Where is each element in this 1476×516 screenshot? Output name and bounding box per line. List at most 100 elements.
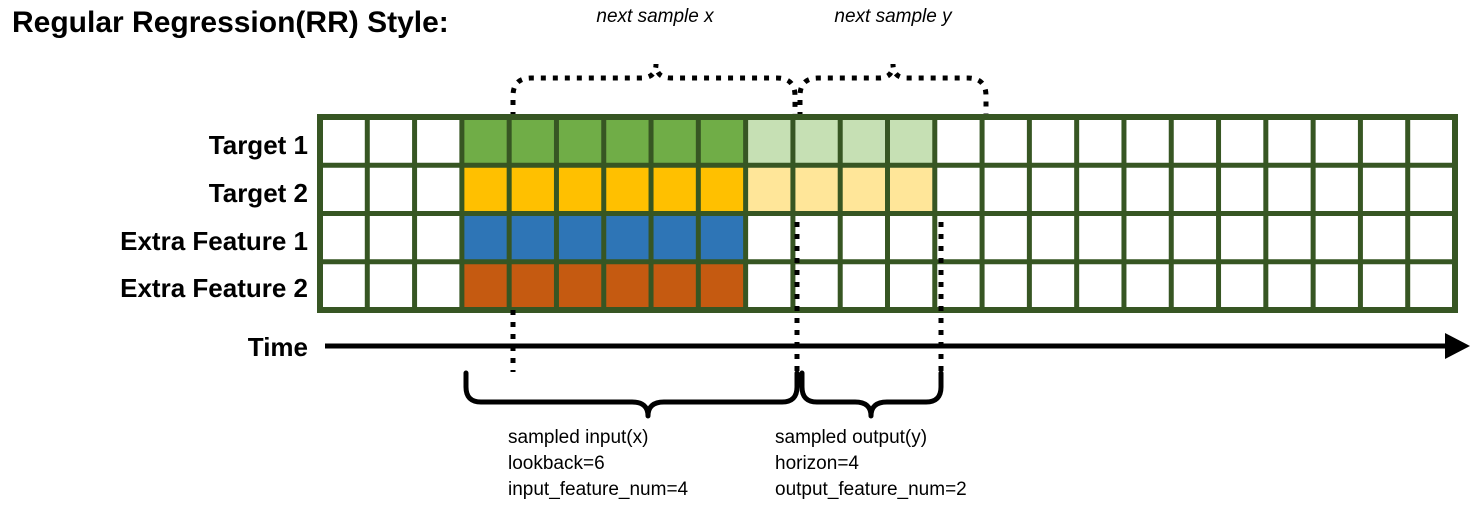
grid-cell [556, 213, 604, 262]
grid-cell [603, 261, 652, 310]
grid-cell [698, 117, 746, 166]
grid-cell [556, 117, 604, 166]
grid-cell [698, 261, 746, 310]
grid-cell [1360, 117, 1408, 166]
dotted-brace-next-sample-y [797, 63, 989, 117]
grid-cell [1029, 213, 1077, 262]
grid-cell [1265, 117, 1314, 166]
grid-cell [1218, 165, 1266, 214]
brace-sampled-input [463, 370, 800, 419]
grid-cell [1407, 261, 1455, 310]
page-title: Regular Regression(RR) Style: [12, 6, 449, 39]
grid-cell [840, 117, 888, 166]
caption-input-line-3: input_feature_num=4 [508, 479, 689, 500]
grid-cell [1171, 261, 1219, 310]
grid-cell [603, 165, 652, 214]
grid-cell [1218, 261, 1266, 310]
grid-cell [1123, 117, 1172, 166]
grid-cell [1313, 213, 1361, 262]
grid-cell [792, 213, 841, 262]
grid-cell [887, 165, 935, 214]
grid-cell [556, 261, 604, 310]
grid-cell [461, 117, 510, 166]
grid-cell [840, 213, 888, 262]
grid-cell [1171, 213, 1219, 262]
grid-cell [1407, 165, 1455, 214]
time-axis-arrow-icon [1445, 333, 1470, 359]
grid-cell [792, 165, 841, 214]
row-label-target-1: Target 1 [209, 130, 308, 160]
grid-cell [1360, 165, 1408, 214]
grid-cell [509, 117, 557, 166]
grid-cell [414, 117, 462, 166]
grid-cell [1029, 165, 1077, 214]
grid-cell [1076, 165, 1124, 214]
row-label-extra-feature-2: Extra Feature 2 [120, 273, 308, 303]
annotation-next-sample-y: next sample y [834, 6, 953, 27]
caption-input-line-1: sampled input(x) [508, 427, 648, 448]
grid-cell [887, 117, 935, 166]
grid-cell [982, 117, 1030, 166]
grid-cell [414, 165, 462, 214]
grid-cell [1313, 117, 1361, 166]
grid-cell [414, 261, 462, 310]
grid-cell [698, 165, 746, 214]
grid-cell [792, 261, 841, 310]
grid-cell [651, 213, 699, 262]
grid-cell [982, 213, 1030, 262]
row-label-target-2: Target 2 [209, 178, 308, 208]
grid-cell [1029, 117, 1077, 166]
grid-cell [934, 117, 983, 166]
grid-cell [367, 117, 415, 166]
grid-cell [982, 165, 1030, 214]
grid-cell [651, 117, 699, 166]
brace-sampled-output [799, 370, 944, 419]
grid-cell [509, 213, 557, 262]
grid-cell [1171, 117, 1219, 166]
grid-cell [934, 165, 983, 214]
grid-cell [1123, 213, 1172, 262]
grid-cell [745, 117, 793, 166]
grid-cell [556, 165, 604, 214]
grid-cell [792, 117, 841, 166]
grid-cell [461, 213, 510, 262]
grid-cell [1360, 213, 1408, 262]
grid-cell [1265, 165, 1314, 214]
grid-cell [1407, 117, 1455, 166]
grid-cell [1265, 213, 1314, 262]
grid-cells [320, 117, 1455, 310]
grid-cell [414, 213, 462, 262]
grid-cell [651, 165, 699, 214]
annotation-next-sample-x: next sample x [596, 6, 715, 27]
grid-cell [509, 165, 557, 214]
grid-outer-border [317, 114, 1458, 313]
grid-cell [1171, 165, 1219, 214]
grid-cell [367, 165, 415, 214]
dotted-brace-next-sample-x [510, 63, 798, 117]
grid-cell [1029, 261, 1077, 310]
grid-cell [367, 213, 415, 262]
grid-cell [367, 261, 415, 310]
grid-cell [651, 261, 699, 310]
grid-cell [887, 261, 935, 310]
grid-cell [840, 165, 888, 214]
grid-cell [603, 117, 652, 166]
caption-output-line-3: output_feature_num=2 [775, 479, 967, 500]
grid-cell [1218, 117, 1266, 166]
grid-cell [745, 213, 793, 262]
caption-output-line-2: horizon=4 [775, 453, 859, 474]
grid-cell [1407, 213, 1455, 262]
grid-cell [1076, 117, 1124, 166]
grid-cell [698, 213, 746, 262]
grid-cell [887, 213, 935, 262]
grid-cell [982, 261, 1030, 310]
grid-cell [1123, 165, 1172, 214]
grid-lines [317, 114, 1458, 313]
grid-cell [320, 165, 368, 214]
grid-cell [509, 261, 557, 310]
caption-input-line-2: lookback=6 [508, 453, 605, 474]
grid-cell [1313, 165, 1361, 214]
grid-cell [461, 261, 510, 310]
grid-cell [320, 117, 368, 166]
